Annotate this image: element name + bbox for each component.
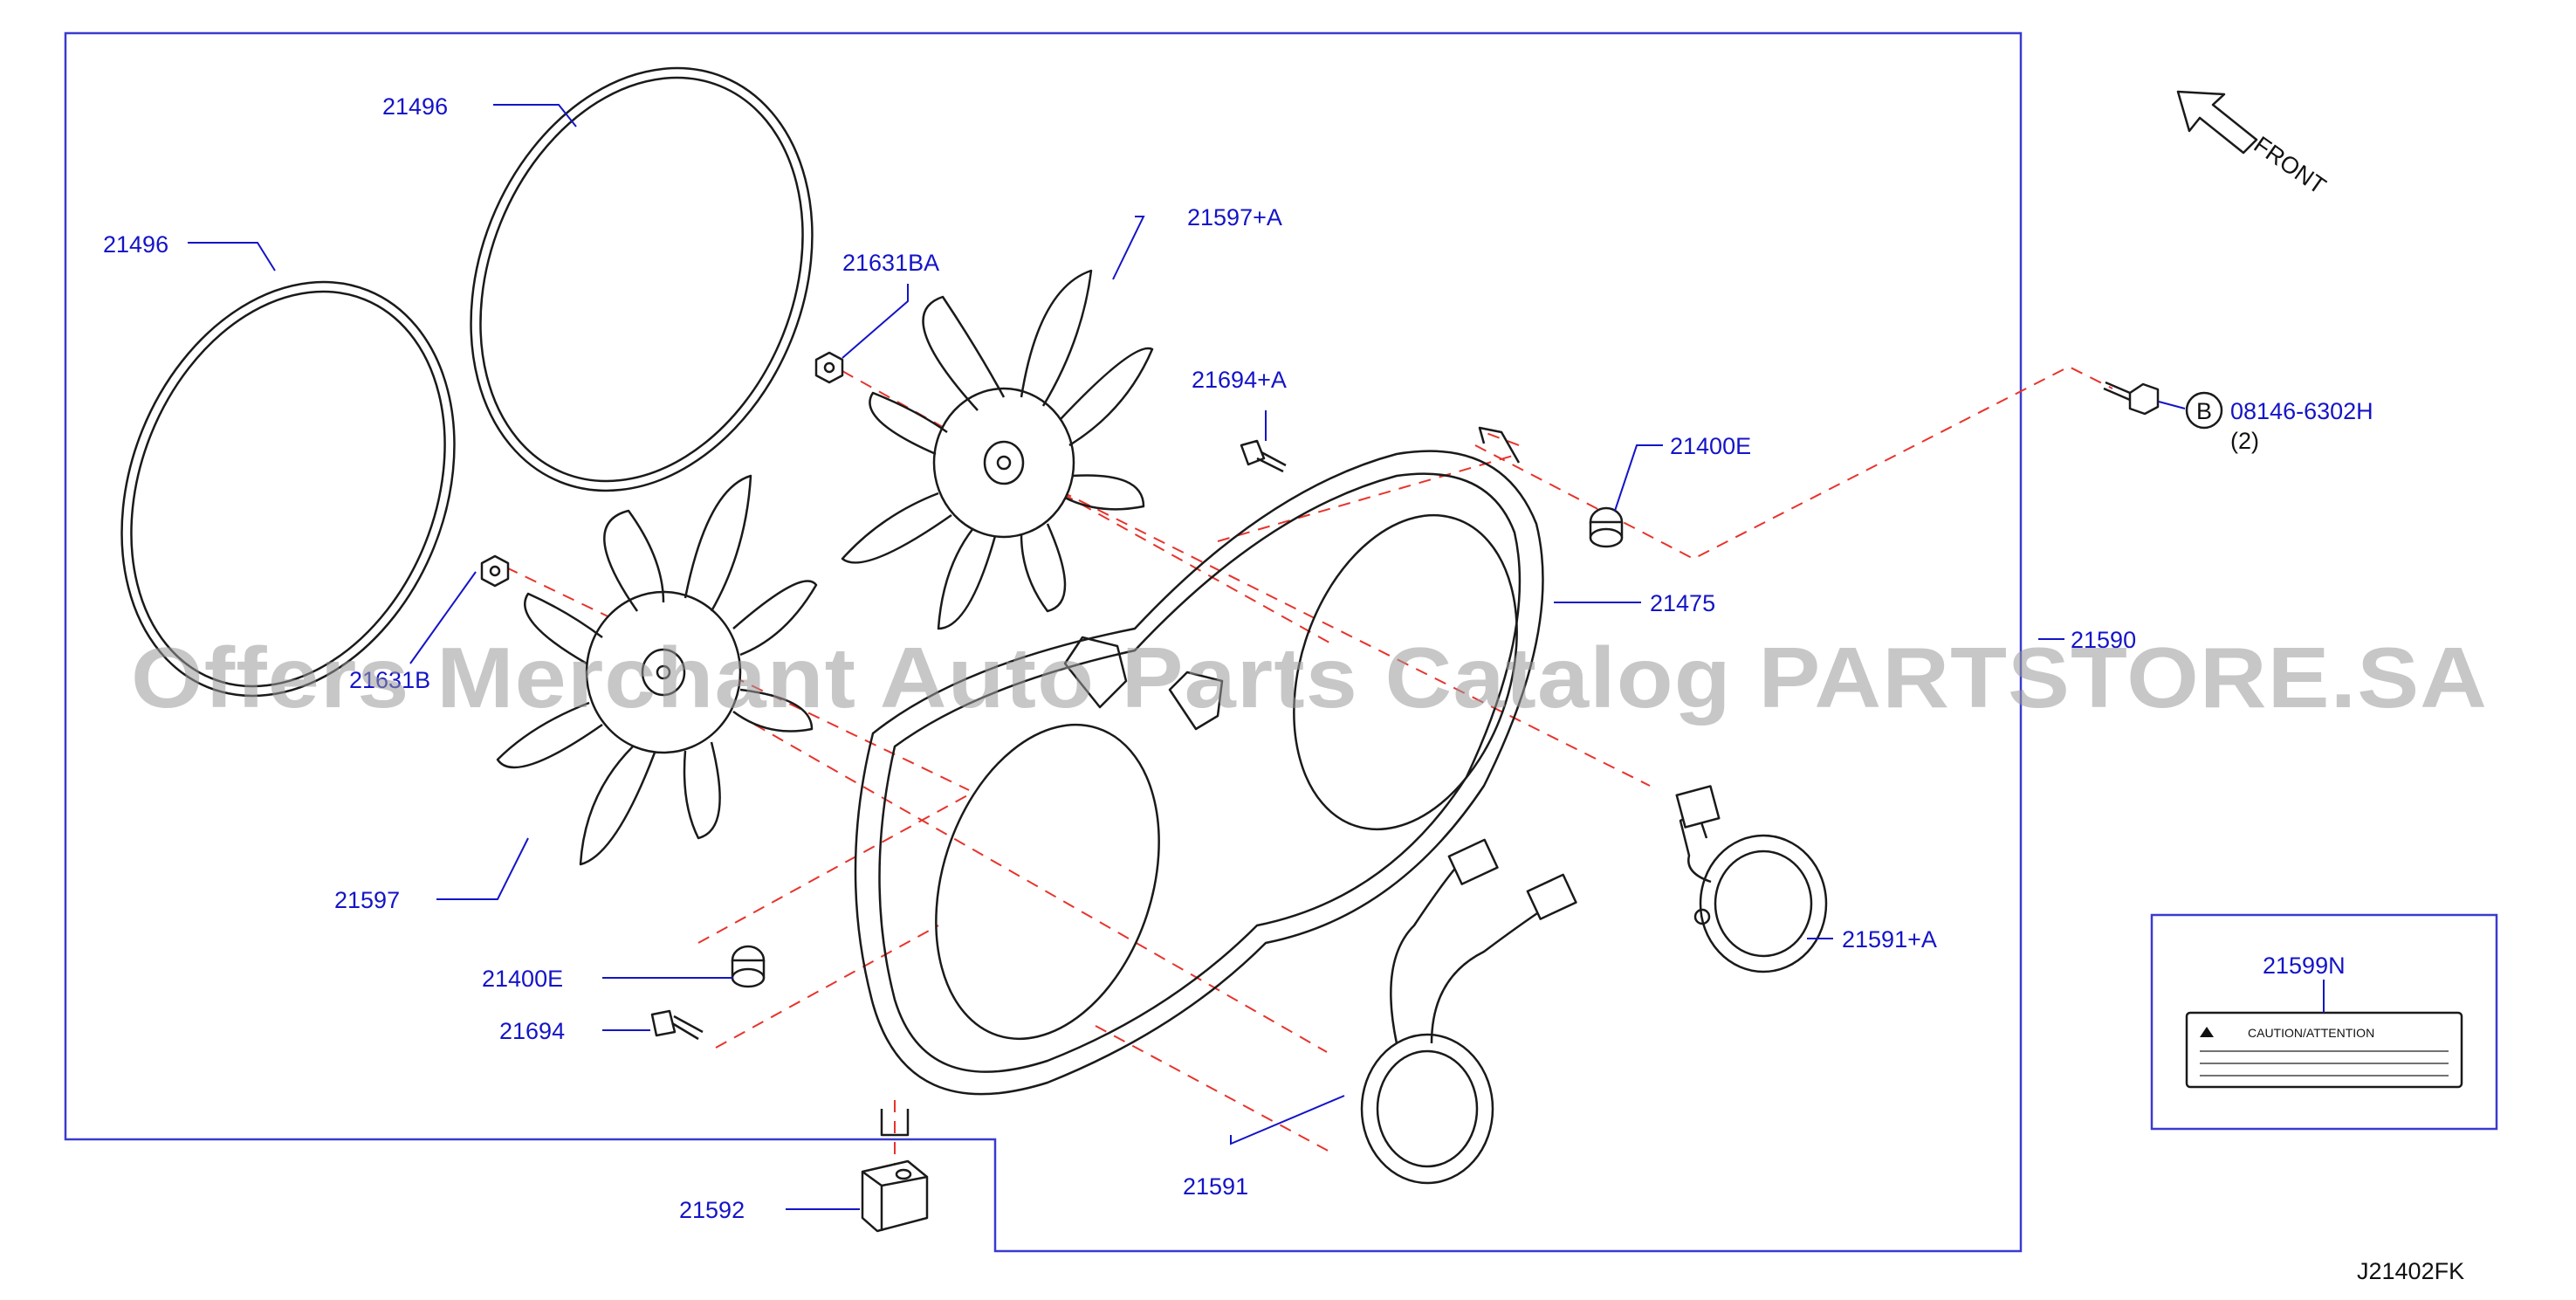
label-motor-left: 21591 [1183, 1173, 1248, 1200]
grommet-left-icon [731, 945, 766, 988]
label-nut-left: 21631B [349, 667, 430, 693]
assembly-frame [64, 31, 2023, 1253]
label-caution-part: 21599N [2263, 953, 2346, 979]
bolt-icon [2103, 381, 2160, 416]
label-screw-left: 21694 [499, 1018, 565, 1044]
label-nut-right: 21631BA [842, 250, 939, 276]
grommet-right-icon [1589, 506, 1624, 548]
fan-right [841, 269, 1154, 630]
bolt-circle-letter: B [2196, 398, 2212, 424]
nut-right-icon [814, 351, 844, 384]
label-bracket: 21592 [679, 1197, 745, 1223]
assembly-lines [505, 365, 2113, 1170]
fan-left [496, 474, 818, 866]
caution-label-box: CAUTION/ATTENTION [2150, 913, 2498, 1131]
label-grommet-right: 21400E [1670, 433, 1751, 459]
label-fan-right: 21597+A [1187, 204, 1282, 230]
label-ring-left: 21496 [103, 231, 168, 258]
motor-left [1360, 838, 1577, 1185]
label-ring-top: 21496 [382, 93, 448, 120]
bracket-icon [861, 1159, 929, 1233]
leader-lines [188, 104, 2223, 1210]
motor-right [1675, 785, 1828, 973]
watermark: Offers Merchant Auto Parts Catalog PARTS… [131, 629, 2488, 726]
front-arrow-icon: FRONT [2176, 90, 2331, 199]
front-label: FRONT [2250, 131, 2331, 199]
label-screw-top: 21694+A [1192, 367, 1287, 393]
screw-left-icon [650, 1009, 704, 1041]
seal-ring-left [120, 280, 456, 698]
caution-text: CAUTION/ATTENTION [2248, 1026, 2374, 1040]
screw-top-icon [1240, 439, 1287, 473]
nut-left-icon [480, 554, 510, 588]
label-grommet-left: 21400E [482, 966, 563, 992]
part-labels: 21496 21496 21597+A 21631BA 21694+A 2140… [103, 93, 2464, 1284]
label-shroud: 21475 [1650, 590, 1715, 616]
seal-ring-top [470, 66, 814, 492]
label-fan-left: 21597 [334, 887, 400, 913]
diagram-code: J21402FK [2357, 1258, 2464, 1284]
label-motor-right: 21591+A [1842, 926, 1937, 953]
fan-shroud [854, 426, 1544, 1137]
label-hidden-right: 21590 [2071, 627, 2136, 653]
label-bolt-qty: (2) [2230, 428, 2259, 454]
label-bolt-code: 08146-6302H [2230, 398, 2373, 424]
